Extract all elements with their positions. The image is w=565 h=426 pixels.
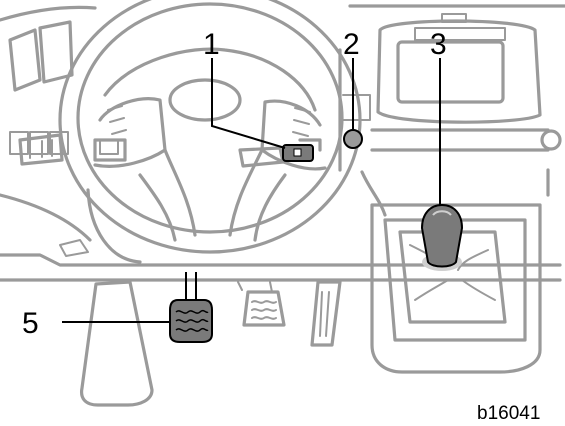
callout-2: 2 [343, 28, 360, 61]
dashboard-outline [0, 4, 565, 282]
part-1-lever [282, 144, 314, 162]
leader-lines [62, 58, 441, 323]
callout-1: 1 [203, 28, 220, 61]
part-2-button [338, 48, 371, 172]
callout-5: 5 [22, 307, 39, 340]
dash-switch-panel [9, 131, 119, 155]
part-5-pedal [169, 272, 213, 343]
leader-1 [211, 58, 286, 149]
column-stalks [238, 138, 322, 168]
part-3-shift-knob [420, 203, 464, 268]
figure-code: b16041 [477, 403, 540, 424]
callout-3: 3 [430, 28, 447, 61]
pedal-area [79, 280, 342, 407]
center-console [360, 19, 562, 217]
